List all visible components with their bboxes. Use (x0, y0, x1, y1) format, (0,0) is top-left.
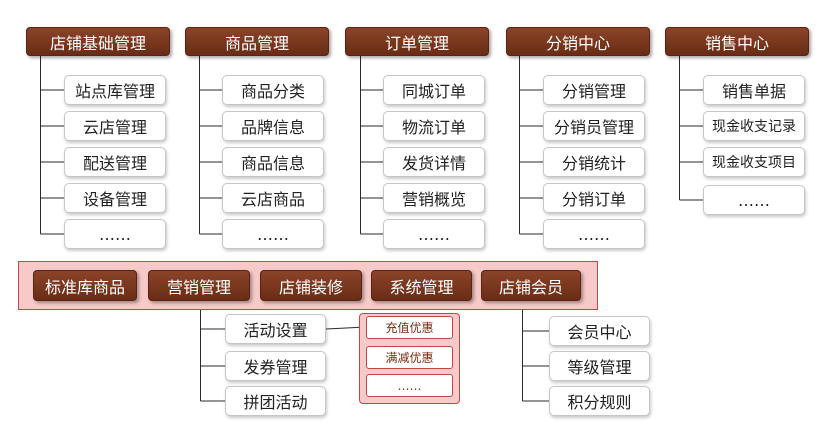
sales-more-item[interactable]: …… (703, 185, 805, 215)
store-delivery-item[interactable]: 配送管理 (64, 147, 166, 177)
recharge-discount-item[interactable]: 充值优惠 (366, 316, 453, 339)
header-order-mgmt[interactable]: 订单管理 (345, 27, 489, 56)
order-more-item[interactable]: …… (383, 219, 485, 249)
product-category-item[interactable]: 商品分类 (222, 75, 324, 105)
product-brand-item[interactable]: 品牌信息 (222, 111, 324, 141)
cash-records-item[interactable]: 现金收支记录 (703, 111, 805, 141)
bar-store-decoration[interactable]: 店铺装修 (260, 270, 362, 301)
order-shipping-detail-item[interactable]: 发货详情 (383, 147, 485, 177)
product-cloud-item[interactable]: 云店商品 (222, 183, 324, 213)
distributor-mgmt-item[interactable]: 分销员管理 (543, 111, 645, 141)
marketing-coupon-item[interactable]: 发券管理 (225, 351, 326, 381)
header-product-mgmt[interactable]: 商品管理 (185, 27, 329, 56)
distribution-mgmt-item[interactable]: 分销管理 (543, 75, 645, 105)
bar-standard-library-products[interactable]: 标准库商品 (33, 270, 137, 301)
bar-marketing-mgmt[interactable]: 营销管理 (148, 270, 250, 301)
sales-documents-item[interactable]: 销售单据 (703, 75, 805, 105)
header-sales-center[interactable]: 销售中心 (665, 27, 809, 56)
header-distribution-center[interactable]: 分销中心 (506, 27, 650, 56)
bar-store-members[interactable]: 店铺会员 (481, 270, 581, 301)
store-cloud-store-item[interactable]: 云店管理 (64, 111, 166, 141)
distribution-orders-item[interactable]: 分销订单 (543, 183, 645, 213)
distribution-more-item[interactable]: …… (543, 219, 645, 249)
bar-system-mgmt[interactable]: 系统管理 (371, 270, 472, 301)
full-reduction-item[interactable]: 满减优惠 (366, 346, 453, 369)
activity-more-item[interactable]: …… (366, 374, 453, 397)
header-store-basic[interactable]: 店铺基础管理 (26, 27, 170, 56)
order-logistics-item[interactable]: 物流订单 (383, 111, 485, 141)
order-local-item[interactable]: 同城订单 (383, 75, 485, 105)
cash-items-item[interactable]: 现金收支项目 (703, 147, 805, 177)
store-device-item[interactable]: 设备管理 (64, 183, 166, 213)
marketing-activity-settings-item[interactable]: 活动设置 (225, 314, 326, 344)
member-center-item[interactable]: 会员中心 (549, 316, 650, 346)
marketing-group-buy-item[interactable]: 拼团活动 (225, 386, 326, 416)
distribution-stats-item[interactable]: 分销统计 (543, 147, 645, 177)
product-info-item[interactable]: 商品信息 (222, 147, 324, 177)
member-points-rules-item[interactable]: 积分规则 (549, 386, 650, 416)
product-more-item[interactable]: …… (222, 219, 324, 249)
order-marketing-overview-item[interactable]: 营销概览 (383, 183, 485, 213)
member-level-item[interactable]: 等级管理 (549, 351, 650, 381)
store-station-library-item[interactable]: 站点库管理 (64, 75, 166, 105)
store-more-item[interactable]: …… (64, 219, 166, 249)
